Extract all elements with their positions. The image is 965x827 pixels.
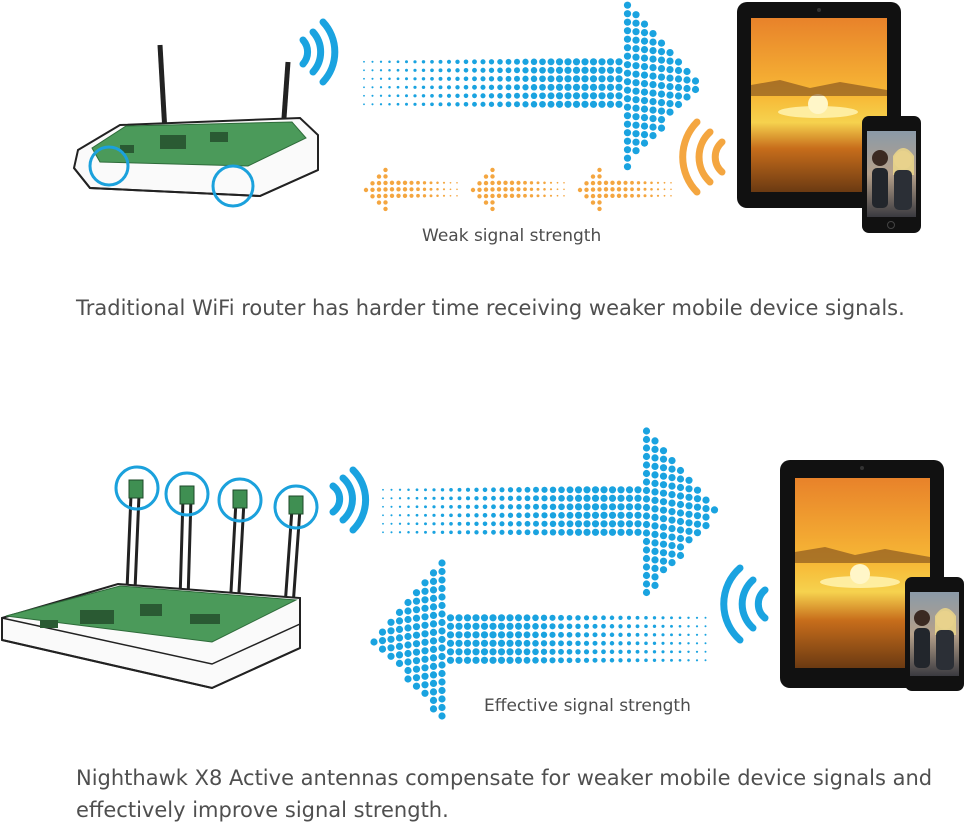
traditional-router-caption: Traditional WiFi router has harder time … — [76, 296, 905, 320]
nighthawk-caption: Nighthawk X8 Active antennas compensate … — [76, 766, 933, 822]
highlight-ring — [211, 164, 255, 208]
tablet-device — [737, 2, 901, 208]
weak-signal-label: Weak signal strength — [422, 226, 602, 246]
phone-device — [905, 577, 964, 691]
weak-return-signal-arrows — [363, 167, 672, 212]
active-antenna-chip — [179, 485, 195, 505]
highlight-ring — [114, 465, 160, 511]
active-antenna-chip — [128, 479, 144, 499]
highlight-ring — [217, 477, 263, 523]
active-antenna-chip — [288, 495, 304, 515]
traditional-router — [72, 44, 319, 208]
active-antenna-chip — [232, 489, 248, 509]
strong-return-signal-arrow — [370, 559, 707, 720]
router-wifi-waves — [299, 18, 339, 86]
outgoing-signal-arrow — [382, 427, 719, 597]
highlight-ring — [273, 484, 319, 530]
highlight-ring — [164, 471, 210, 517]
traditional-router-scene: Weak signal strength — [0, 0, 965, 280]
nighthawk-router — [0, 465, 319, 690]
device-wifi-waves — [720, 564, 769, 644]
router-antenna-left — [157, 44, 168, 133]
outgoing-signal-arrow — [363, 1, 700, 171]
router-circuit-board — [91, 121, 307, 167]
phone-device — [862, 116, 921, 233]
router-wifi-waves — [329, 466, 370, 534]
device-wifi-waves — [679, 118, 726, 196]
traditional-scene-art — [72, 1, 921, 233]
effective-signal-label: Effective signal strength — [484, 696, 691, 716]
highlight-ring — [88, 145, 130, 187]
